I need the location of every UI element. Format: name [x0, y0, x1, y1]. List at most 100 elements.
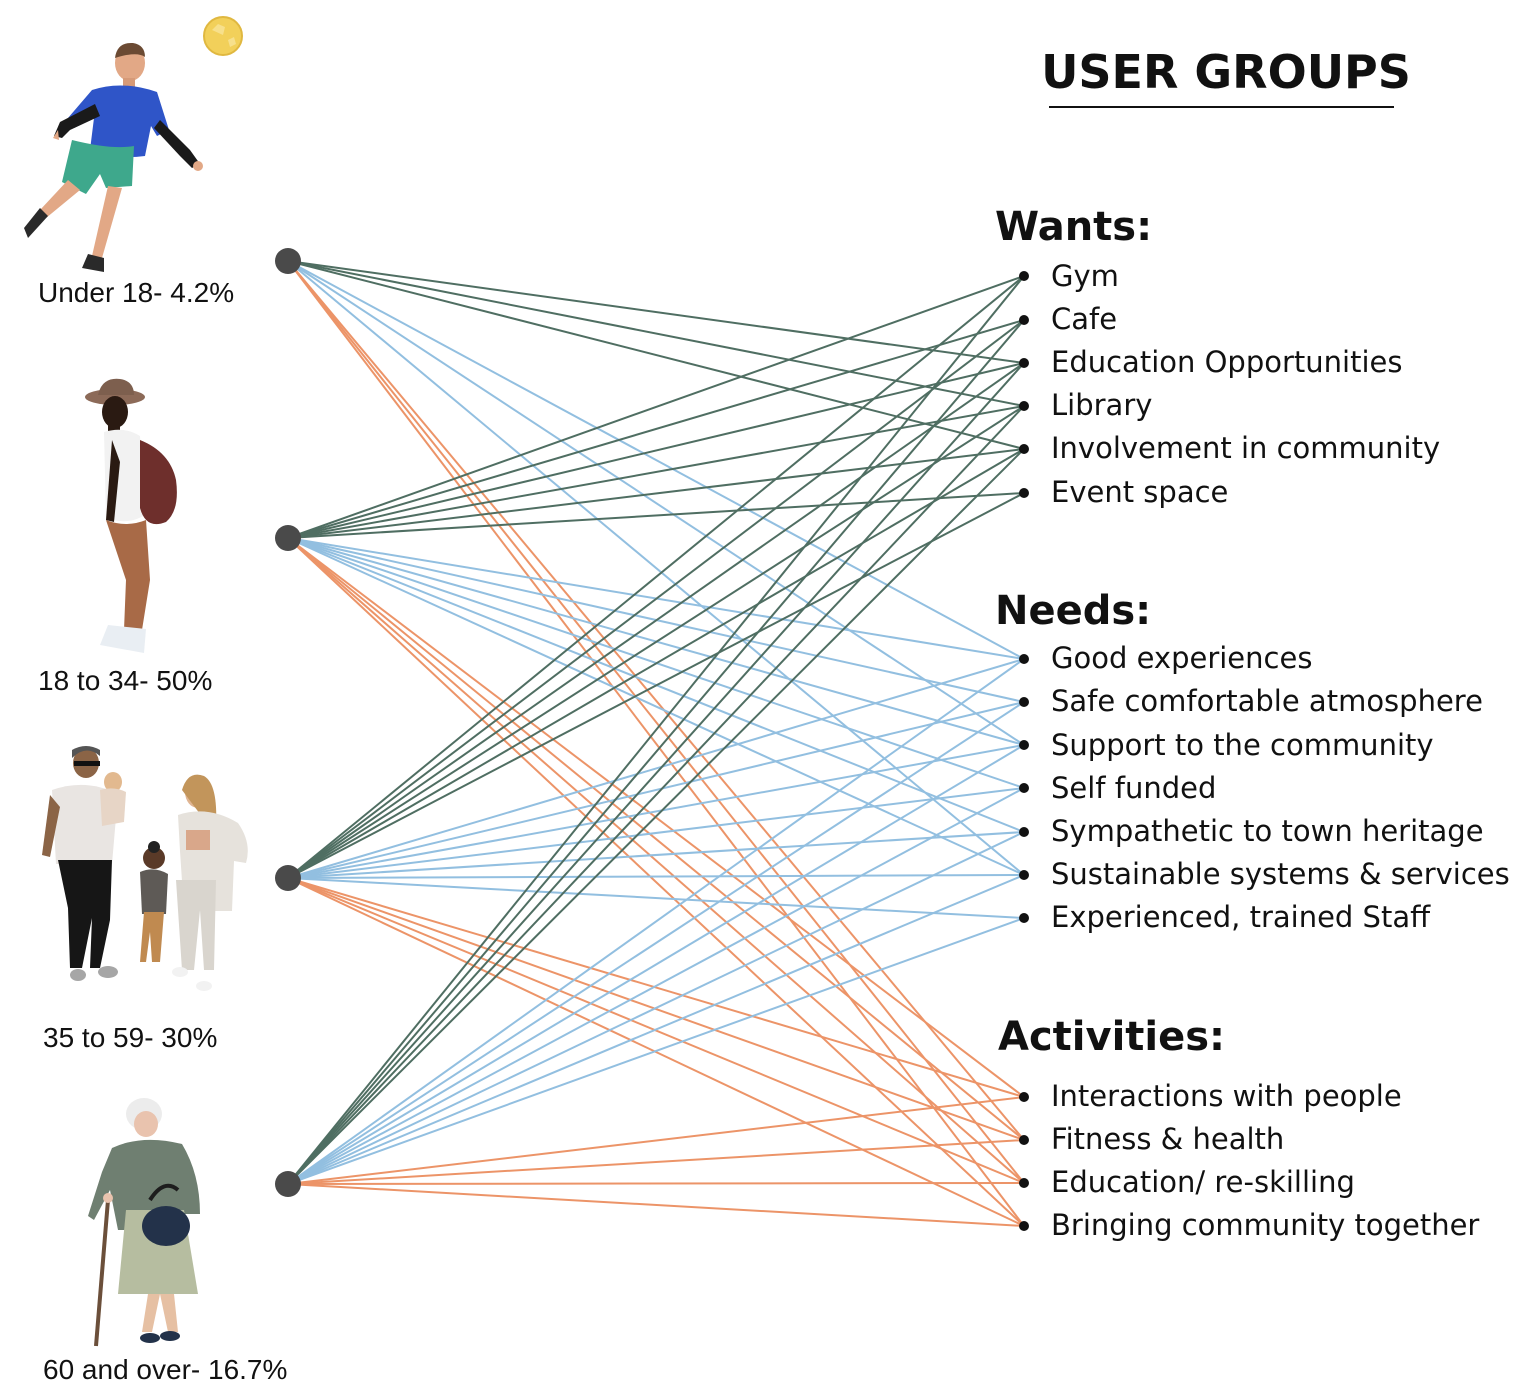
bullet-wants-5 — [1019, 488, 1029, 498]
bullet-wants-2 — [1019, 358, 1029, 368]
bullet-needs-3 — [1019, 783, 1029, 793]
connection-line-g3-wants-1 — [287, 319, 1025, 879]
child-playing-ball-icon — [24, 16, 243, 272]
connection-line-g3-needs-4 — [287, 831, 1025, 879]
heading-needs: Needs: — [995, 588, 1151, 634]
heading-wants: Wants: — [995, 204, 1152, 250]
connection-line-g3-activities-0 — [287, 877, 1025, 1098]
connection-line-g3-needs-0 — [287, 658, 1025, 879]
young-man-backpack-icon — [85, 378, 177, 653]
connection-line-g4-activities-0 — [287, 1096, 1025, 1185]
bullet-wants-1 — [1019, 315, 1029, 325]
bullet-needs-6 — [1019, 913, 1029, 923]
heading-activities: Activities: — [998, 1014, 1225, 1060]
want-item-event-space: Event space — [1051, 475, 1228, 509]
bullet-activities-0 — [1019, 1092, 1029, 1102]
connection-line-g4-wants-4 — [287, 448, 1025, 1185]
bullet-activities-2 — [1019, 1178, 1029, 1188]
connection-line-g3-wants-4 — [287, 448, 1025, 879]
want-item-cafe: Cafe — [1051, 302, 1117, 336]
group-label-under-18: Under 18- 4.2% — [38, 277, 234, 308]
connection-line-g3-needs-2 — [287, 744, 1025, 879]
want-item-gym: Gym — [1051, 259, 1119, 293]
connection-line-g4-needs-2 — [287, 744, 1025, 1185]
connection-line-g1-needs-2 — [287, 260, 1025, 746]
group-node-g3 — [275, 865, 301, 891]
connection-lines — [287, 260, 1025, 1227]
connection-line-g3-needs-1 — [287, 701, 1025, 879]
connection-line-g4-wants-2 — [287, 362, 1025, 1185]
connection-line-g1-wants-4 — [287, 260, 1025, 450]
need-item-support-community: Support to the community — [1051, 728, 1434, 762]
activity-item-education: Education/ re-skilling — [1051, 1165, 1355, 1199]
group-label-18-to-34: 18 to 34- 50% — [38, 665, 212, 696]
connection-line-g4-activities-2 — [287, 1182, 1025, 1185]
connection-line-g2-wants-2 — [287, 362, 1025, 539]
connection-line-g3-needs-3 — [287, 787, 1025, 879]
page-title: USER GROUPS — [1041, 45, 1411, 99]
bullet-wants-4 — [1019, 444, 1029, 454]
bullet-needs-5 — [1019, 870, 1029, 880]
connection-line-g4-wants-3 — [287, 405, 1025, 1185]
connection-line-g4-needs-5 — [287, 874, 1025, 1185]
connection-line-g4-needs-1 — [287, 701, 1025, 1185]
connection-line-g1-activities-3 — [287, 260, 1025, 1227]
connection-line-g1-needs-5 — [287, 260, 1025, 876]
family-walking-icon — [42, 746, 248, 991]
bullet-needs-0 — [1019, 654, 1029, 664]
bullet-needs-4 — [1019, 827, 1029, 837]
bullet-activities-3 — [1019, 1221, 1029, 1231]
connection-line-g2-wants-4 — [287, 448, 1025, 539]
group-node-g2 — [275, 525, 301, 551]
need-item-sustainable: Sustainable systems & services — [1051, 857, 1510, 891]
connection-line-g4-wants-0 — [287, 275, 1025, 1185]
bullet-needs-1 — [1019, 697, 1029, 707]
connection-line-g2-needs-5 — [287, 537, 1025, 876]
group-label-35-to-59: 35 to 59- 30% — [43, 1022, 217, 1053]
connection-line-g3-wants-0 — [287, 275, 1025, 879]
connection-line-g2-wants-0 — [287, 275, 1025, 539]
connection-line-g2-wants-3 — [287, 405, 1025, 539]
bullet-wants-0 — [1019, 271, 1029, 281]
bullet-wants-3 — [1019, 401, 1029, 411]
want-item-education: Education Opportunities — [1051, 345, 1402, 379]
connection-line-g1-needs-0 — [287, 260, 1025, 660]
need-item-heritage: Sympathetic to town heritage — [1051, 814, 1484, 848]
connection-line-g4-needs-6 — [287, 917, 1025, 1185]
connection-line-g4-activities-1 — [287, 1139, 1025, 1185]
connection-line-g1-activities-1 — [287, 260, 1025, 1141]
elderly-woman-cane-icon — [88, 1098, 200, 1347]
connection-line-g3-needs-6 — [287, 877, 1025, 919]
connection-line-g4-needs-0 — [287, 658, 1025, 1185]
connection-line-g1-activities-2 — [287, 260, 1025, 1184]
group-node-g1 — [275, 248, 301, 274]
need-item-good-experiences: Good experiences — [1051, 641, 1312, 675]
bullet-needs-2 — [1019, 740, 1029, 750]
connection-line-g3-needs-5 — [287, 874, 1025, 879]
connection-line-g2-activities-2 — [287, 537, 1025, 1184]
connection-line-g1-wants-3 — [287, 260, 1025, 407]
group-label-60-and-over: 60 and over- 16.7% — [43, 1354, 287, 1385]
connection-line-g4-activities-3 — [287, 1183, 1025, 1227]
want-item-library: Library — [1051, 388, 1152, 422]
connection-line-g3-wants-2 — [287, 362, 1025, 879]
activity-item-interactions: Interactions with people — [1051, 1079, 1402, 1113]
need-item-trained-staff: Experienced, trained Staff — [1051, 900, 1431, 934]
want-item-involvement: Involvement in community — [1051, 431, 1440, 465]
connection-line-g2-activities-1 — [287, 537, 1025, 1141]
activity-item-bringing-together: Bringing community together — [1051, 1208, 1479, 1242]
connection-line-g2-wants-1 — [287, 319, 1025, 539]
activity-item-fitness: Fitness & health — [1051, 1122, 1284, 1156]
connection-line-g4-wants-1 — [287, 319, 1025, 1185]
need-item-safe-atmosphere: Safe comfortable atmosphere — [1051, 684, 1483, 718]
group-nodes — [275, 248, 301, 1197]
connection-line-g3-wants-5 — [287, 492, 1025, 879]
group-node-g4 — [275, 1171, 301, 1197]
item-bullets — [1019, 271, 1029, 1231]
connection-line-g1-wants-2 — [287, 260, 1025, 364]
connection-line-g4-needs-3 — [287, 787, 1025, 1185]
need-item-self-funded: Self funded — [1051, 771, 1216, 805]
bullet-activities-1 — [1019, 1135, 1029, 1145]
connection-line-g4-needs-4 — [287, 831, 1025, 1185]
